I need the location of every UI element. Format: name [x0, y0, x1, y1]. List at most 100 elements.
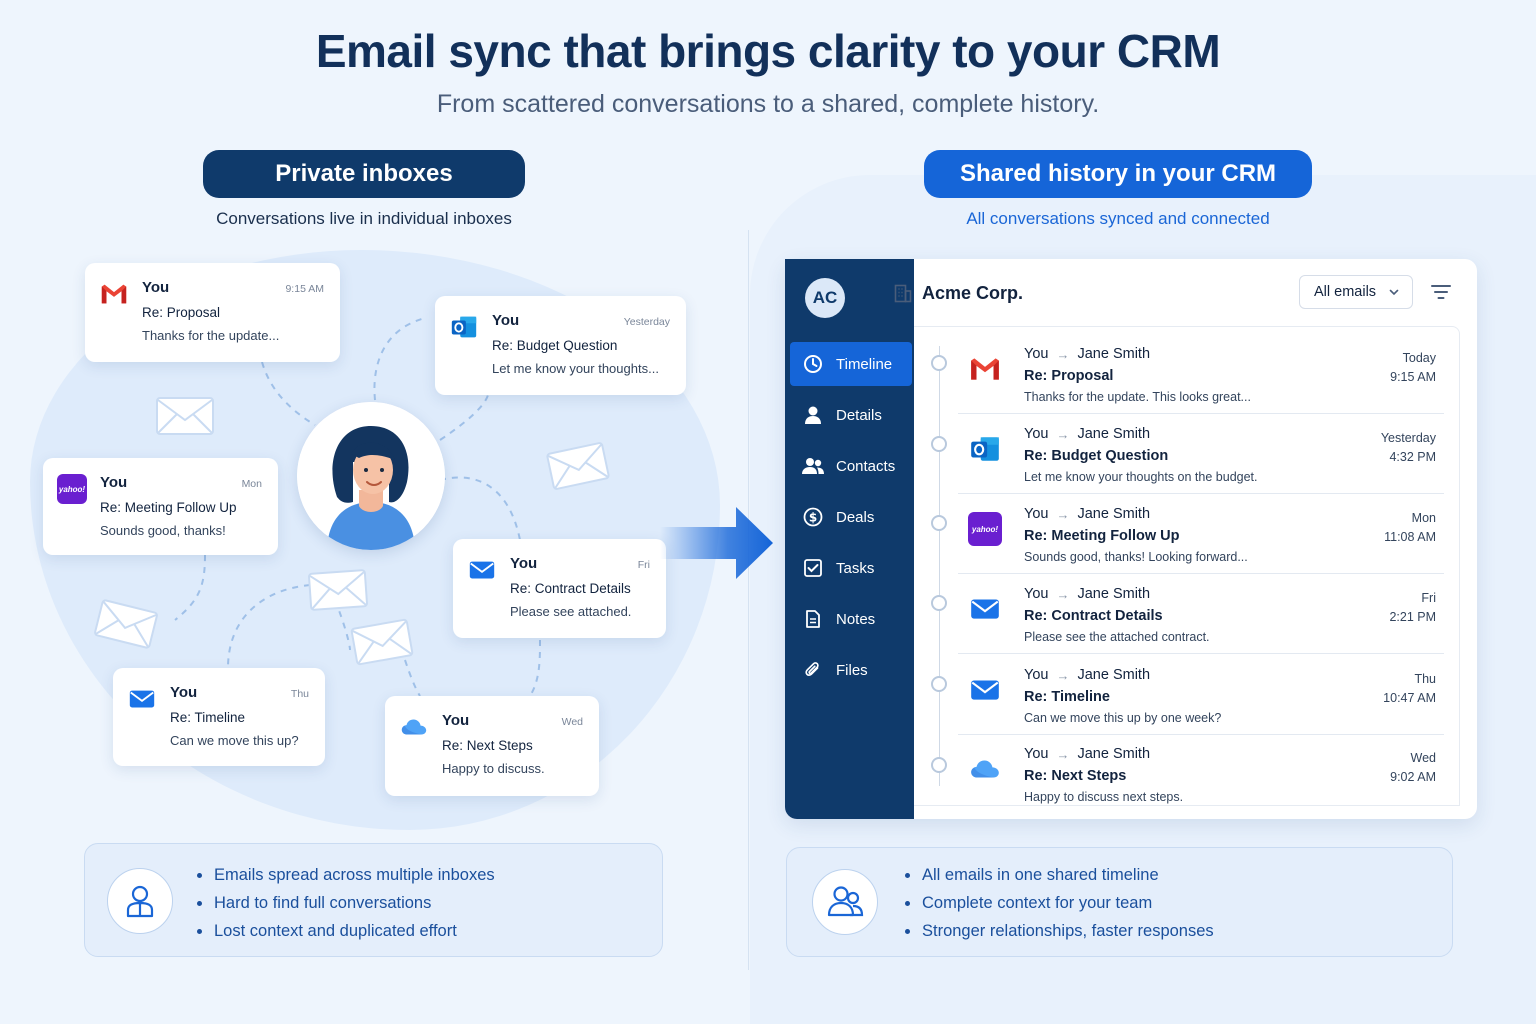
benefit-item: Complete context for your team	[905, 889, 1214, 917]
card-subject: Re: Budget Question	[492, 338, 618, 353]
nav-item-timeline[interactable]: Timeline	[790, 342, 912, 386]
row-time: 4:32 PM	[1389, 450, 1436, 464]
row-snippet: Thanks for the update. This looks great.…	[1024, 390, 1251, 404]
mail-icon	[127, 684, 157, 714]
card-time: Thu	[290, 688, 309, 700]
inbox-card-budget[interactable]: You Yesterday Re: Budget Question Let me…	[435, 296, 686, 395]
row-from: You	[1024, 586, 1049, 602]
inbox-card-proposal[interactable]: You 9:15 AM Re: Proposal Thanks for the …	[85, 263, 340, 362]
arrow-right-small-icon: →	[1056, 586, 1070, 602]
inbox-card-next-steps[interactable]: You Wed Re: Next Steps Happy to discuss.	[385, 696, 599, 796]
row-subject: Re: Next Steps	[1024, 768, 1127, 784]
row-to: Jane Smith	[1077, 746, 1151, 762]
outlook-icon	[968, 432, 1002, 466]
nav-item-deals[interactable]: $ Deals	[790, 495, 912, 539]
row-subject: Re: Proposal	[1024, 368, 1114, 384]
mail-icon	[968, 673, 1002, 707]
nav-item-notes[interactable]: Notes	[790, 597, 912, 641]
dashed-connectors	[174, 317, 541, 697]
row-participants: You→Jane Smith	[1024, 586, 1150, 602]
row-snippet: Sounds good, thanks! Looking forward...	[1024, 550, 1248, 564]
timeline-row[interactable]: You→Jane Smith Re: Contract Details Plea…	[958, 576, 1444, 654]
people-icon	[802, 455, 824, 477]
card-subject: Re: Proposal	[142, 305, 221, 320]
row-from: You	[1024, 667, 1049, 683]
filter-icon[interactable]	[1430, 283, 1452, 301]
row-day: Wed	[1410, 751, 1436, 765]
arrow-right-small-icon: →	[1056, 746, 1070, 762]
card-snippet: Thanks for the update...	[142, 328, 280, 343]
nav-item-contacts[interactable]: Contacts	[790, 444, 912, 488]
nav-item-files[interactable]: Files	[790, 648, 912, 692]
problem-item: Emails spread across multiple inboxes	[197, 861, 495, 889]
nav-label: Deals	[836, 508, 875, 526]
card-time: Fri	[637, 559, 650, 571]
timeline-row[interactable]: You→Jane Smith Re: Next Steps Happy to d…	[958, 736, 1444, 814]
row-participants: You→Jane Smith	[1024, 346, 1150, 362]
mail-icon	[968, 592, 1002, 626]
card-time: Wed	[561, 716, 583, 728]
user-avatar	[297, 402, 445, 550]
clock-icon	[802, 353, 824, 375]
nav-label: Files	[836, 661, 868, 679]
yahoo-icon: yahoo!	[57, 474, 87, 504]
nav-label: Notes	[836, 610, 876, 628]
arrow-right-small-icon: →	[1056, 667, 1070, 683]
outlook-icon	[449, 312, 479, 342]
benefit-item: All emails in one shared timeline	[905, 861, 1214, 889]
timeline-dot	[931, 757, 947, 773]
row-day: Fri	[1421, 591, 1436, 605]
inbox-card-contract[interactable]: You Fri Re: Contract Details Please see …	[453, 539, 666, 638]
benefits-list: All emails in one shared timeline Comple…	[905, 861, 1214, 945]
row-snippet: Please see the attached contract.	[1024, 630, 1210, 644]
inbox-card-timeline[interactable]: You Thu Re: Timeline Can we move this up…	[113, 668, 325, 766]
row-time: 10:47 AM	[1383, 691, 1436, 705]
nav-item-details[interactable]: Details	[790, 393, 912, 437]
company-avatar[interactable]: AC	[805, 278, 845, 318]
problems-list: Emails spread across multiple inboxes Ha…	[197, 861, 495, 945]
inbox-card-meeting[interactable]: yahoo! You Mon Re: Meeting Follow Up Sou…	[43, 458, 278, 555]
row-snippet: Happy to discuss next steps.	[1024, 790, 1184, 804]
page-subtitle: From scattered conversations to a shared…	[436, 90, 1100, 118]
card-subject: Re: Contract Details	[510, 581, 631, 596]
card-from: You	[142, 279, 170, 296]
note-icon	[802, 608, 824, 630]
icloud-icon	[399, 712, 429, 742]
email-filter-select[interactable]: All emails	[1299, 275, 1413, 309]
problem-item: Lost context and duplicated effort	[197, 917, 495, 945]
person-icon	[802, 404, 824, 426]
row-subject: Re: Timeline	[1024, 689, 1110, 705]
row-subject: Re: Contract Details	[1024, 608, 1163, 624]
row-from: You	[1024, 426, 1049, 442]
problem-item: Hard to find full conversations	[197, 889, 495, 917]
arrow-right-small-icon: →	[1056, 506, 1070, 522]
timeline-list	[914, 326, 1460, 806]
timeline-row[interactable]: You→Jane Smith Re: Budget Question Let m…	[958, 416, 1444, 494]
checkbox-icon	[802, 557, 824, 579]
card-from: You	[100, 474, 128, 491]
company-name: Acme Corp.	[922, 283, 1024, 303]
timeline-dot	[931, 436, 947, 452]
row-time: 9:15 AM	[1390, 370, 1436, 384]
timeline-row[interactable]: You→Jane Smith Re: Timeline Can we move …	[958, 657, 1444, 735]
paperclip-icon	[802, 659, 824, 681]
building-icon	[894, 284, 912, 303]
private-inboxes-pill: Private inboxes	[203, 150, 525, 198]
card-time: 9:15 AM	[285, 283, 324, 295]
timeline-row[interactable]: yahoo! You→Jane Smith Re: Meeting Follow…	[958, 496, 1444, 574]
card-time: Mon	[241, 478, 262, 490]
row-time: 11:08 AM	[1384, 530, 1436, 544]
card-from: You	[510, 555, 538, 572]
row-to: Jane Smith	[1077, 667, 1151, 683]
row-to: Jane Smith	[1077, 426, 1151, 442]
timeline-row[interactable]: You→Jane Smith Re: Proposal Thanks for t…	[958, 336, 1444, 414]
nav-label: Tasks	[836, 559, 875, 577]
email-filter-value: All emails	[1314, 284, 1377, 300]
nav-item-tasks[interactable]: Tasks	[790, 546, 912, 590]
card-subject: Re: Meeting Follow Up	[100, 500, 237, 515]
gmail-icon	[968, 352, 1002, 386]
card-from: You	[492, 312, 520, 329]
nav-label: Details	[836, 406, 882, 424]
yahoo-icon: yahoo!	[968, 512, 1002, 546]
row-subject: Re: Meeting Follow Up	[1024, 528, 1180, 544]
